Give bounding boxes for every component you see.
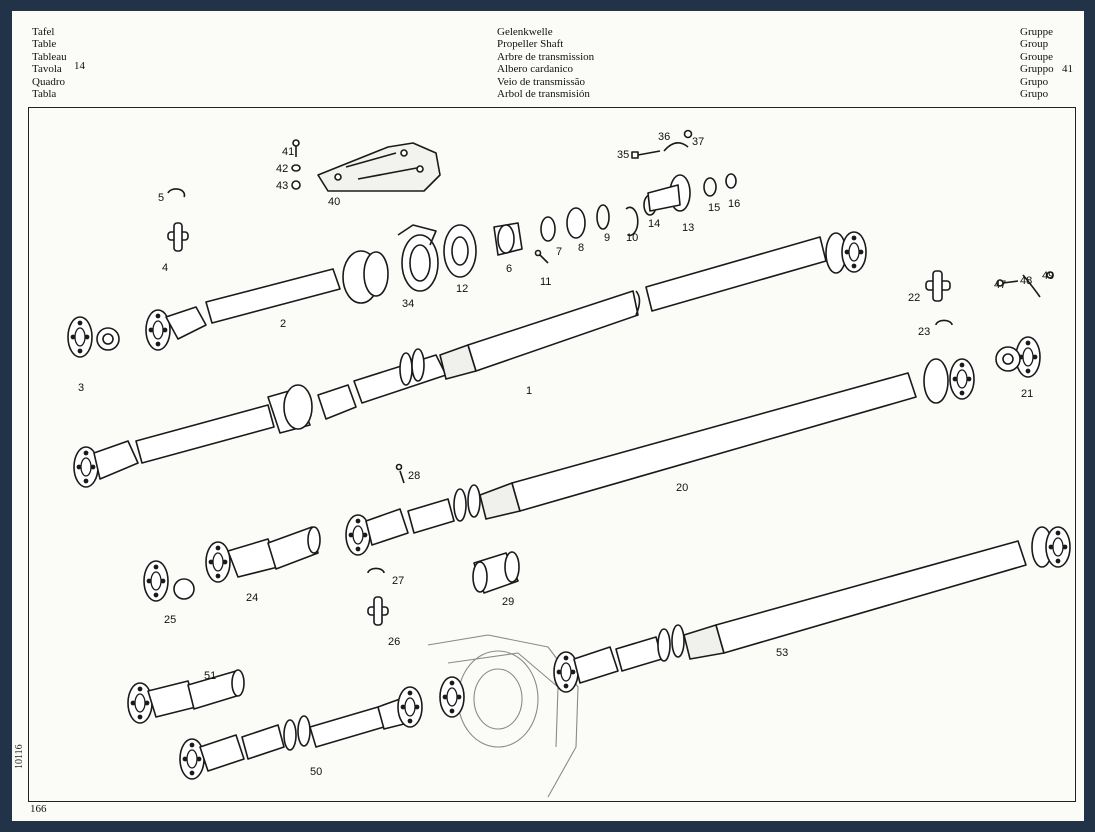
part-label-15: 15 [708,202,720,214]
part-label-50: 50 [310,766,322,778]
part-label-49: 49 [1042,270,1054,282]
part-label-20: 20 [676,482,688,494]
part-label-8: 8 [578,242,584,254]
part-label-12: 12 [456,283,468,295]
header-left-4: Quadro [32,75,65,88]
part-label-36: 36 [658,131,670,143]
part-label-5: 5 [158,192,164,204]
part-label-2: 2 [280,318,286,330]
part-label-25: 25 [164,614,176,626]
group-number: 41 [1062,63,1073,75]
header-left-2: Tableau [32,50,67,63]
part-label-21: 21 [1021,388,1033,400]
part-label-28: 28 [408,470,420,482]
part-label-16: 16 [728,198,740,210]
part-label-43: 43 [276,180,288,192]
header-right-4: Grupo [1020,75,1049,88]
table-number: 14 [74,60,85,72]
part-label-51: 51 [204,670,216,682]
part-label-40: 40 [328,196,340,208]
header-table-labels: Tafel Table Tableau Tavola Quadro Tabla [32,26,67,100]
part-label-4: 4 [162,262,168,274]
header-right-0: Gruppe [1020,26,1053,38]
header-right-1: Group [1020,38,1049,51]
part-label-23: 23 [918,326,930,338]
part-label-11: 11 [540,276,551,288]
side-code: 10116 [14,729,25,769]
part-label-6: 6 [506,263,512,275]
header-middle-2: Arbre de transmission [497,50,595,63]
part-label-26: 26 [388,636,400,648]
part-label-34: 34 [402,298,414,310]
header-group-labels: Gruppe Group Groupe Gruppo Grupo Grupo [1020,26,1054,100]
exploded-parts-diagram: 41 42 43 40 5 4 3 2 34 12 6 7 8 9 10 11 … [67,129,1071,798]
part-label-53: 53 [776,647,788,659]
side-code-text: 10116 [14,744,25,769]
header-middle-3: Albero cardanico [497,63,574,76]
header-title-labels: Gelenkwelle Propeller Shaft Arbre de tra… [497,26,594,100]
part-label-29: 29 [502,596,514,608]
catalog-page: Tafel Table Tableau Tavola Quadro Tabla … [12,11,1084,821]
header-left-5: Tabla [32,88,57,101]
diagram-frame [28,107,1076,802]
part-label-48: 48 [1020,275,1032,287]
header-left-1: Table [32,38,57,51]
part-label-9: 9 [604,232,610,244]
part-label-24: 24 [246,592,258,604]
header-middle-0: Gelenkwelle [497,26,553,38]
part-label-13: 13 [682,222,694,234]
part-label-37: 37 [692,136,704,148]
part-label-22: 22 [908,292,920,304]
part-label-14: 14 [648,218,660,230]
header-middle-5: Arbol de transmisión [497,88,590,101]
part-label-47: 47 [994,279,1006,291]
part-label-7: 7 [556,246,562,258]
part-label-1: 1 [526,385,532,397]
part-label-27: 27 [392,575,404,587]
part-label-35: 35 [617,149,629,161]
part-label-3: 3 [78,382,84,394]
part-label-42: 42 [276,163,288,175]
header-right-5: Grupo [1020,88,1049,101]
header-right-3: Gruppo [1020,63,1054,76]
header-left-0: Tafel [32,26,55,38]
part-label-10: 10 [626,232,638,244]
header-left-3: Tavola [32,63,62,76]
header-right-2: Groupe [1020,50,1053,63]
part-label-41: 41 [282,146,294,158]
header-middle-1: Propeller Shaft [497,38,564,51]
page-number: 166 [30,803,47,815]
header-middle-4: Veio de transmissão [497,75,585,88]
